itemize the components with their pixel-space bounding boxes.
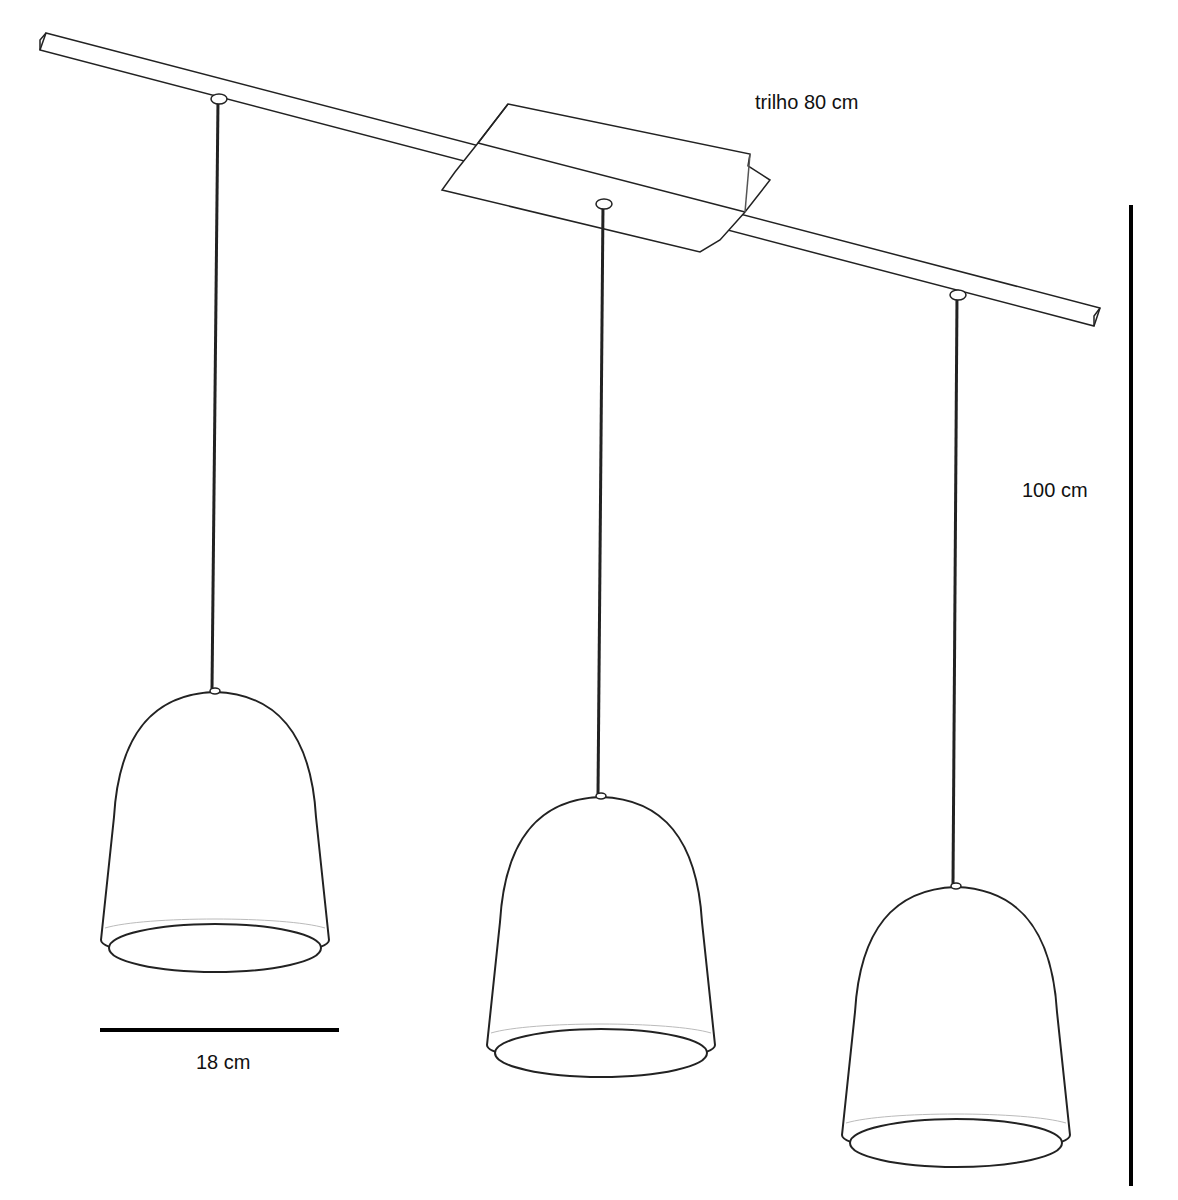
cord-mount <box>211 94 966 300</box>
ceiling-canopy <box>442 104 770 252</box>
height-dimension-bar <box>1129 205 1133 1186</box>
track-rail <box>40 33 1100 326</box>
width-dimension-bar <box>100 1028 339 1032</box>
pendant-cord <box>212 100 957 885</box>
dimension-label: trilho 80 cm <box>755 90 858 114</box>
dimension-label: 18 cm <box>196 1050 250 1074</box>
dimension-label: 100 cm <box>1022 478 1088 502</box>
